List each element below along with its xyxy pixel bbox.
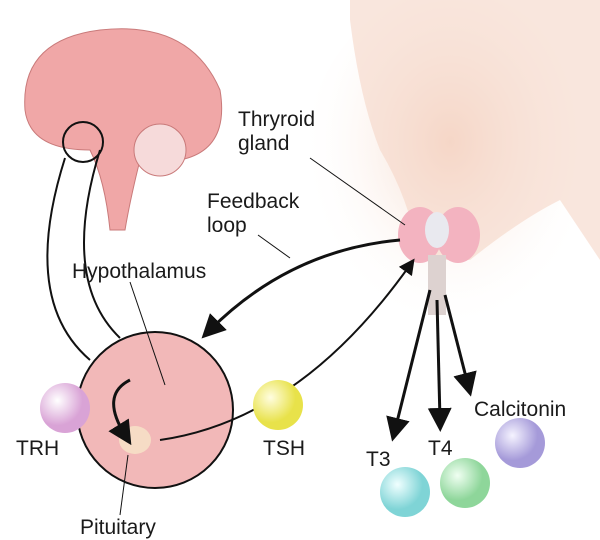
- label-t4: T4: [428, 437, 453, 460]
- hypothalamus-highlight-circle: [62, 121, 104, 163]
- label-pituitary: Pituitary: [80, 516, 156, 539]
- feedback-arrow: [201, 238, 401, 339]
- calcitonin-arrow: [443, 294, 477, 397]
- t4-sphere: [440, 458, 490, 508]
- tsh-sphere: [253, 380, 303, 430]
- trh-sphere: [40, 383, 90, 433]
- thyroid-gland-illustration: [398, 207, 480, 315]
- t4-arrow: [427, 299, 452, 432]
- label-t3: T3: [366, 448, 391, 471]
- brain-illustration: [24, 28, 223, 231]
- calcitonin-sphere: [495, 418, 545, 468]
- t3-sphere: [380, 467, 430, 517]
- label-calcitonin: Calcitonin: [474, 398, 567, 421]
- label-trh: TRH: [16, 437, 60, 460]
- label-feedback-loop: Feedback loop: [207, 190, 300, 237]
- label-hypothalamus: Hypothalamus: [72, 260, 207, 283]
- trh-arrow: [108, 378, 132, 446]
- label-tsh: TSH: [263, 437, 305, 460]
- label-thyroid-gland: Thryroid gland: [238, 108, 316, 155]
- t3-arrow: [386, 289, 432, 442]
